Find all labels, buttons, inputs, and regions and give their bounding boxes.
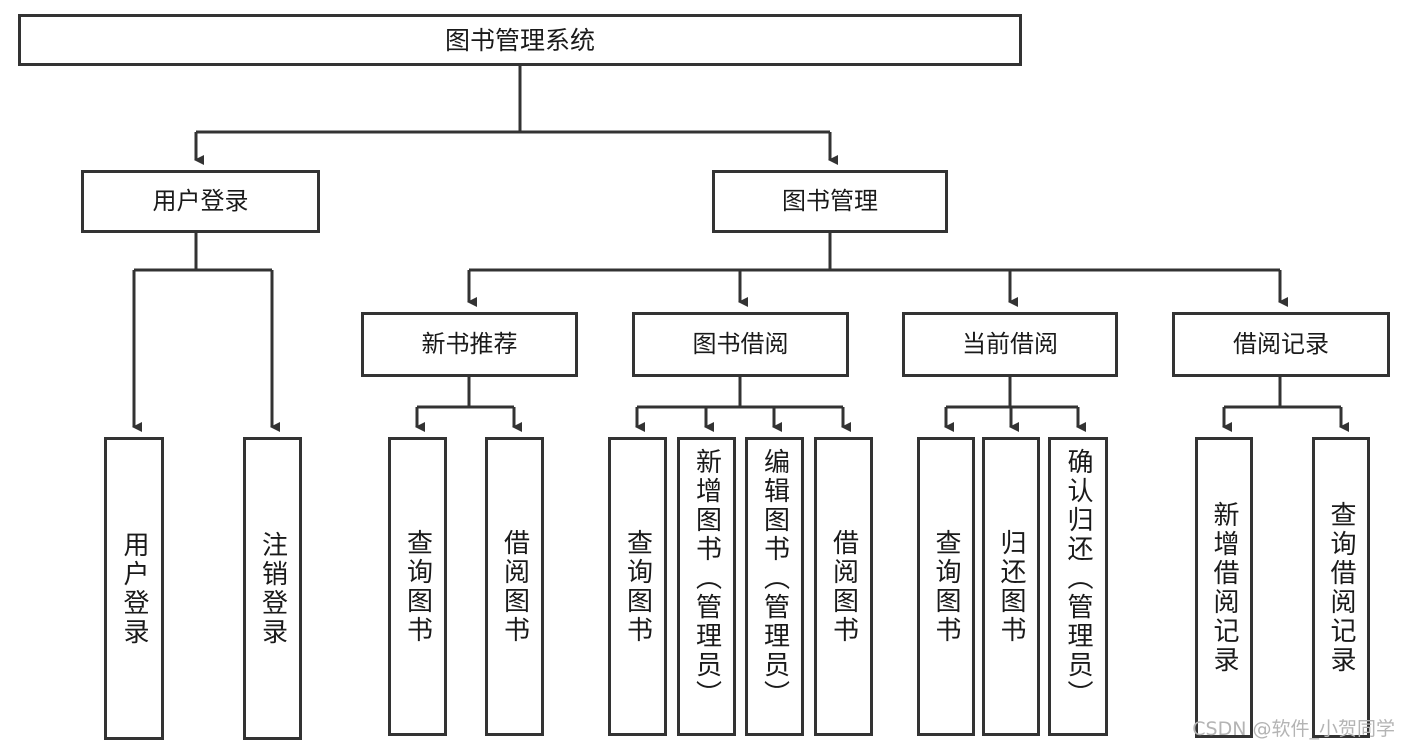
node-label: 用户登录	[119, 530, 149, 647]
node-label: 借阅图书	[499, 528, 530, 645]
node-label: 查询图书	[622, 528, 653, 645]
node-leaf-borrow-book[interactable]: 借阅图书	[814, 437, 873, 736]
node-label: 借阅图书	[828, 528, 859, 645]
node-leaf-confirm-return-admin[interactable]: 确认归还（管理员）	[1048, 437, 1108, 736]
node-leaf-user-login[interactable]: 用户登录	[104, 437, 164, 740]
node-leaf-logout-login[interactable]: 注销登录	[243, 437, 302, 740]
node-leaf-edit-book-admin[interactable]: 编辑图书（管理员）	[745, 437, 804, 736]
node-label: 图书借阅	[692, 329, 789, 358]
node-leaf-query-borrow-record[interactable]: 查询借阅记录	[1312, 437, 1370, 738]
node-label: 注销登录	[257, 530, 288, 647]
node-leaf-add-book-admin[interactable]: 新增图书（管理员）	[677, 437, 736, 736]
node-label: 新增图书（管理员）	[691, 448, 722, 709]
node-book-management[interactable]: 图书管理	[712, 170, 948, 233]
node-book-management-system[interactable]: 图书管理系统	[18, 14, 1022, 66]
node-label: 新书推荐	[421, 329, 518, 358]
node-label: 新增借阅记录	[1209, 500, 1239, 675]
node-user-login[interactable]: 用户登录	[81, 170, 320, 233]
node-label: 归还图书	[996, 528, 1026, 645]
node-label: 用户登录	[152, 186, 249, 215]
node-label: 编辑图书（管理员）	[759, 448, 790, 709]
node-label: 查询图书	[931, 528, 961, 645]
node-borrow-record[interactable]: 借阅记录	[1172, 312, 1390, 377]
node-leaf-return-book[interactable]: 归还图书	[982, 437, 1040, 736]
node-label: 查询图书	[402, 528, 433, 645]
node-current-borrow[interactable]: 当前借阅	[902, 312, 1118, 377]
node-label: 确认归还（管理员）	[1063, 448, 1093, 709]
node-book-borrow[interactable]: 图书借阅	[632, 312, 849, 377]
node-label: 借阅记录	[1233, 329, 1329, 358]
node-leaf-borrow-book-recommend[interactable]: 借阅图书	[485, 437, 544, 736]
node-new-book-recommend[interactable]: 新书推荐	[361, 312, 578, 377]
node-label: 图书管理系统	[444, 25, 595, 55]
node-leaf-query-book-borrow[interactable]: 查询图书	[608, 437, 667, 736]
node-label: 图书管理	[782, 186, 878, 215]
node-label: 查询借阅记录	[1326, 500, 1356, 675]
node-leaf-query-book-current[interactable]: 查询图书	[917, 437, 975, 736]
node-label: 当前借阅	[962, 329, 1058, 358]
node-leaf-add-borrow-record[interactable]: 新增借阅记录	[1195, 437, 1253, 738]
node-leaf-query-book-recommend[interactable]: 查询图书	[388, 437, 447, 736]
